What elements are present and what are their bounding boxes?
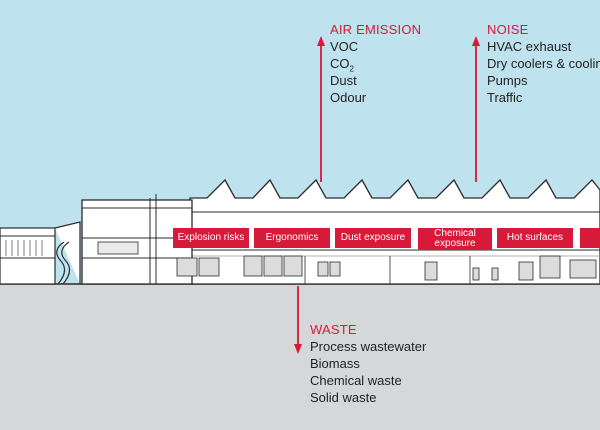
hazard-label: Ergonomics: [254, 228, 330, 248]
air-emission-heading: AIR EMISSION: [330, 22, 422, 37]
equipment: [176, 255, 597, 281]
air-emission-item: CO2: [330, 56, 354, 74]
air-emission-item: VOC: [330, 39, 359, 54]
hazard-label-partial: [580, 228, 600, 248]
waste-item: Biomass: [310, 356, 360, 371]
waste-item: Solid waste: [310, 390, 377, 405]
arrow-up-icon: [472, 36, 480, 182]
arrow-up-icon: [317, 36, 325, 182]
air-emission-item: Dust: [330, 73, 357, 88]
hazard-label: Dust exposure: [335, 228, 411, 248]
arrow-down-icon: [294, 286, 302, 354]
hazard-label: Chemical exposure: [418, 228, 492, 250]
noise-item: Dry coolers & coolin: [487, 56, 600, 71]
waste-item: Chemical waste: [310, 373, 402, 388]
waste-item: Process wastewater: [310, 339, 427, 354]
hazard-label: Hot surfaces: [497, 228, 573, 248]
noise-item: HVAC exhaust: [487, 39, 572, 54]
air-emission-item: Odour: [330, 90, 367, 105]
noise-item: Pumps: [487, 73, 528, 88]
left-building: [0, 221, 81, 285]
hazard-label: Explosion risks: [173, 228, 249, 248]
waste-heading: WASTE: [310, 322, 357, 337]
noise-heading: NOISE: [487, 22, 529, 37]
noise-item: Traffic: [487, 90, 523, 105]
ground: [0, 284, 600, 430]
